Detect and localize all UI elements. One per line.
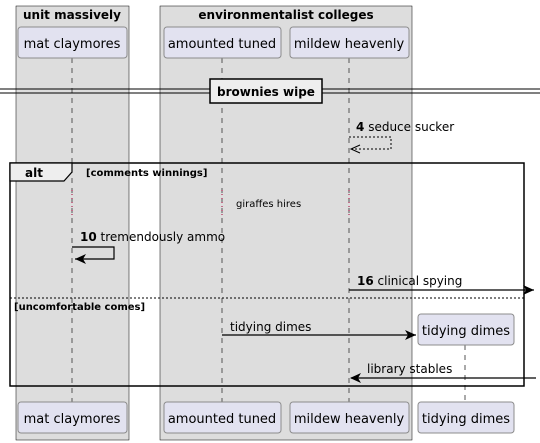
participant-mildew-heavenly-bottom-label: mildew heavenly	[294, 412, 405, 427]
participant-tidying-dimes-created-label: tidying dimes	[422, 324, 510, 339]
participant-mat-claymores-bottom	[17, 401, 128, 434]
message-4-arrowhead	[349, 144, 361, 154]
note-giraffes-hires: giraffes hires	[236, 199, 301, 210]
box-unit-massively-title: unit massively	[23, 8, 121, 22]
box-environmentalist-colleges-title: environmentalist colleges	[198, 8, 373, 22]
participant-mat-claymores-top-label: mat claymores	[24, 37, 121, 52]
message-4-label: 4 seduce sucker	[356, 120, 454, 134]
message-return-arrowhead	[350, 373, 361, 383]
participant-tidying-dimes-created	[417, 313, 515, 346]
participant-amounted-tuned-bottom	[163, 401, 282, 434]
participant-mildew-heavenly-top-label: mildew heavenly	[294, 37, 405, 52]
message-create-label: tidying dimes	[230, 320, 311, 334]
divider-label: brownies wipe	[217, 85, 315, 99]
participant-mildew-heavenly-bottom	[289, 401, 410, 434]
message-10-arrow	[72, 246, 115, 260]
alt-fragment-tab	[9, 162, 73, 182]
participant-tidying-dimes-bottom	[417, 401, 515, 434]
message-10-label: 10 tremendously ammo	[80, 230, 225, 244]
alt-guard-1: [comments winnings]	[86, 168, 207, 179]
participant-amounted-tuned-top	[163, 26, 282, 59]
alt-keyword: alt	[25, 166, 43, 180]
message-4-arrow	[349, 136, 392, 150]
alt-guard-2: [uncomfortable comes]	[14, 302, 145, 313]
participant-mat-claymores-top	[17, 26, 128, 59]
participant-amounted-tuned-top-label: amounted tuned	[168, 37, 276, 52]
message-16-label: 16 clinical spying	[357, 274, 462, 288]
alt-fragment	[9, 162, 525, 387]
participant-amounted-tuned-bottom-label: amounted tuned	[168, 412, 276, 427]
message-16-arrowhead	[523, 285, 534, 295]
participant-tidying-dimes-bottom-label: tidying dimes	[422, 412, 510, 427]
participant-mat-claymores-bottom-label: mat claymores	[24, 412, 121, 427]
participant-mildew-heavenly-top	[289, 26, 410, 59]
message-return-label: library stables	[367, 362, 452, 376]
message-10-arrowhead	[75, 254, 86, 264]
message-create-arrowhead	[405, 330, 416, 340]
divider-box	[209, 78, 323, 104]
